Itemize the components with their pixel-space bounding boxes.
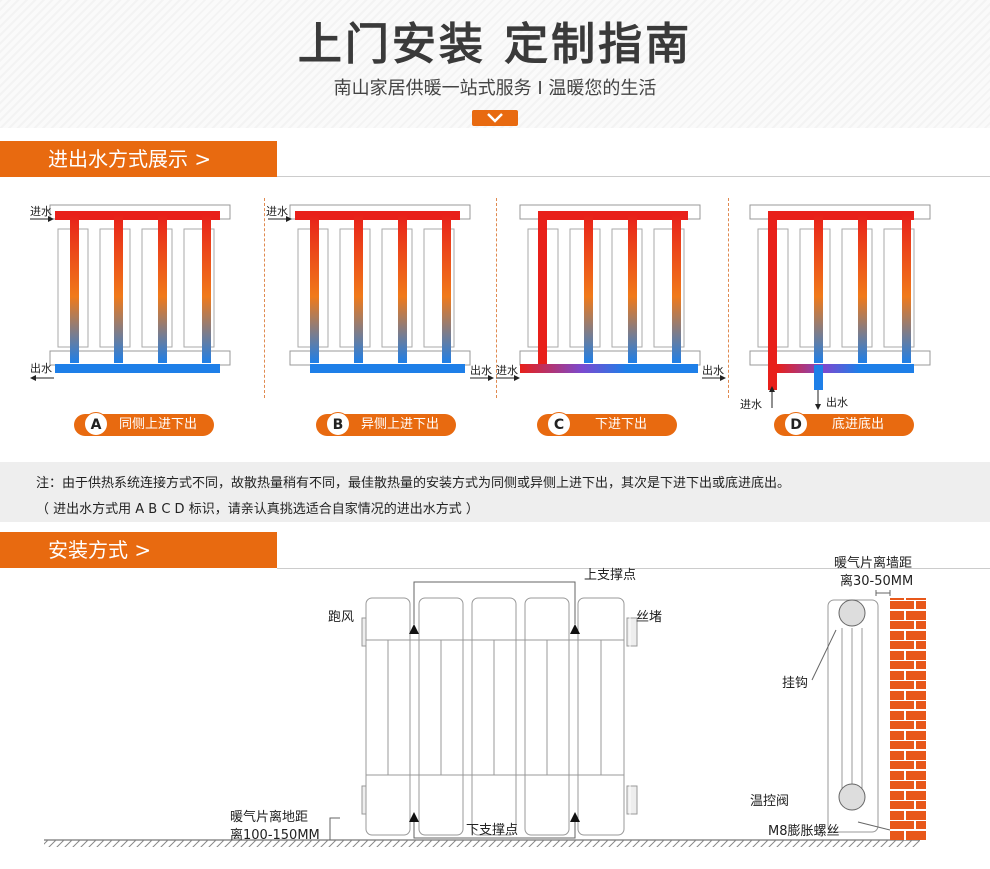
diagram-b-inlet-label: 进水 xyxy=(266,205,288,218)
method-a-badge[interactable]: A 同侧上进下出 xyxy=(74,412,214,436)
wall-distance-label-2: 离30-50MM xyxy=(840,574,914,589)
page-subtitle: 南山家居供暖一站式服务 I 温暖您的生活 xyxy=(333,78,657,99)
badge-letter: A xyxy=(84,412,108,436)
note-line-1: 注：由于供热系统连接方式不同，故散热量稍有不同，最佳散热量的安装方式为同侧或异侧… xyxy=(36,476,791,491)
method-name: 底进底出 xyxy=(831,417,884,432)
bolt-label: M8膨胀螺丝 xyxy=(768,824,840,839)
plug-label: 丝堵 xyxy=(636,610,663,625)
badge-letter: C xyxy=(547,412,571,436)
diagram-c-outlet-label: 出水 xyxy=(702,364,724,377)
diagram-b-outlet-label: 出水 xyxy=(470,364,492,377)
floor-distance-label-2: 离100-150MM xyxy=(230,828,320,843)
method-d-badge[interactable]: D 底进底出 xyxy=(774,412,914,436)
valve-label: 温控阀 xyxy=(750,794,790,809)
diagram-d-inlet-label: 进水 xyxy=(740,398,762,411)
wall-distance-label-1: 暖气片离墙距 xyxy=(834,556,913,571)
section-title-install: 安装方式 > xyxy=(0,532,277,568)
section-divider xyxy=(277,176,990,177)
diagram-divider xyxy=(496,198,497,398)
bottom-support-label: 下支撑点 xyxy=(466,823,519,838)
diagram-a-outlet-label: 出水 xyxy=(30,362,52,375)
diagram-c-inlet-label: 进水 xyxy=(496,364,518,377)
badge-letter: B xyxy=(326,412,350,436)
note-line-2: （ 进出水方式用 A B C D 标识，请亲认真挑选适合自家情况的进出水方式 ） xyxy=(36,502,479,517)
method-name: 异侧上进下出 xyxy=(360,417,439,432)
method-c-badge[interactable]: C 下进下出 xyxy=(537,412,677,436)
note-box: 注：由于供热系统连接方式不同，故散热量稍有不同，最佳散热量的安装方式为同侧或异侧… xyxy=(0,462,990,522)
section-divider xyxy=(277,568,990,569)
page-title: 上门安装 定制指南 xyxy=(297,19,693,70)
method-b-badge[interactable]: B 异侧上进下出 xyxy=(316,412,456,436)
badge-letter: D xyxy=(784,412,808,436)
diagram-divider xyxy=(728,198,729,398)
header-band xyxy=(0,0,990,128)
hook-label: 挂钩 xyxy=(782,676,809,691)
diagram-divider xyxy=(264,198,265,398)
method-name: 同侧上进下出 xyxy=(118,417,197,432)
floor-distance-label-1: 暖气片离地距 xyxy=(230,810,309,825)
water-flow-diagrams xyxy=(30,204,931,410)
chevron-down-icon[interactable] xyxy=(472,110,518,126)
vent-label: 跑风 xyxy=(328,610,355,625)
method-name: 下进下出 xyxy=(594,417,647,432)
diagram-d-outlet-label: 出水 xyxy=(826,396,848,409)
top-support-label: 上支撑点 xyxy=(584,568,637,583)
diagram-a-inlet-label: 进水 xyxy=(30,205,52,218)
section-title-water: 进出水方式展示 > xyxy=(0,141,277,177)
